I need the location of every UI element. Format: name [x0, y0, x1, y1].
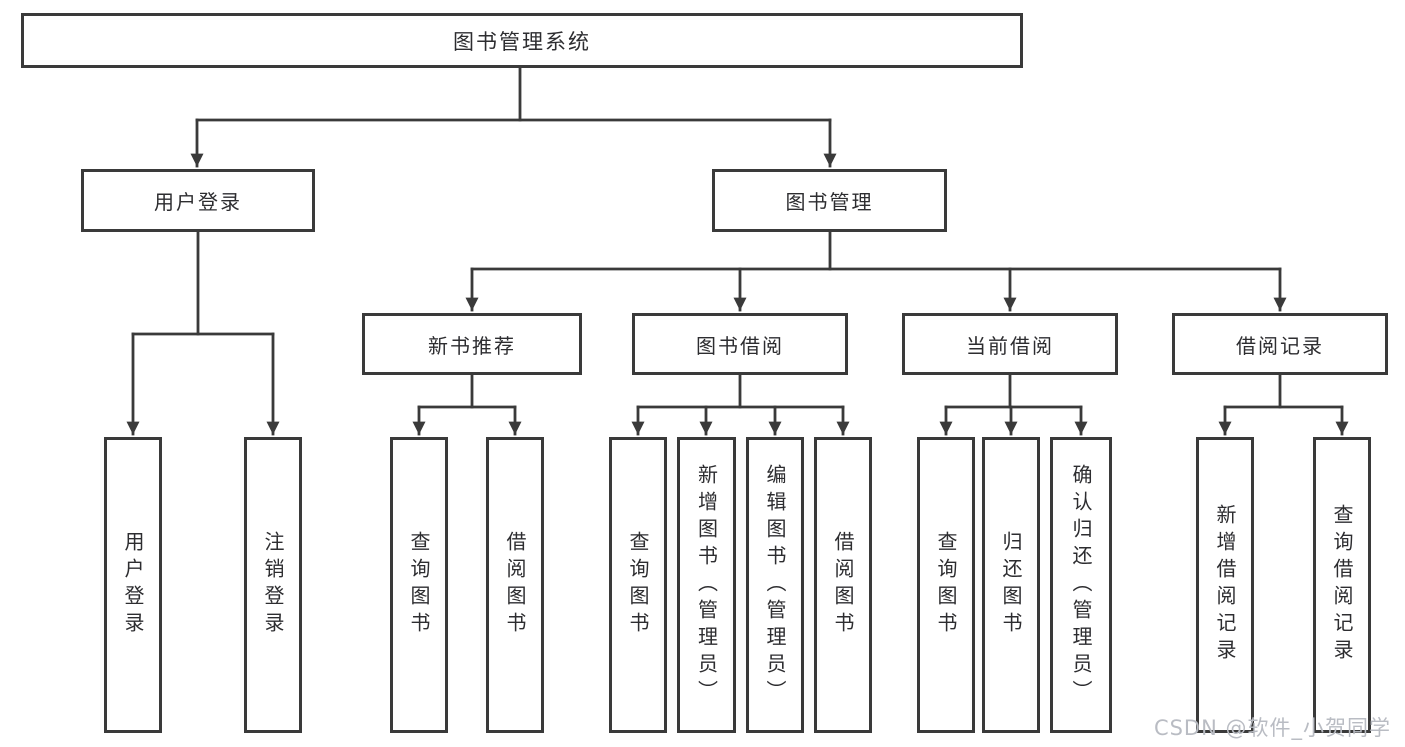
- node-label: 确认归还（管理员）: [1069, 463, 1093, 707]
- leaf-logout: 注销登录: [244, 437, 302, 733]
- node-label: 用户登录: [121, 531, 145, 639]
- node-library-management-system: 图书管理系统: [21, 13, 1023, 68]
- node-label: 编辑图书（管理员）: [763, 463, 787, 707]
- node-label: 新书推荐: [428, 333, 516, 358]
- node-label: 新增图书（管理员）: [694, 463, 719, 707]
- node-current-borrow: 当前借阅: [902, 313, 1118, 375]
- node-borrow-records: 借阅记录: [1172, 313, 1388, 375]
- leaf-add-book-admin: 新增图书（管理员）: [677, 437, 736, 733]
- node-label: 图书借阅: [696, 333, 784, 358]
- csdn-watermark: CSDN @软件_小贺同学: [1153, 716, 1391, 740]
- node-label: 图书管理系统: [453, 29, 591, 54]
- leaf-return-book: 归还图书: [982, 437, 1040, 733]
- leaf-query-books-borrow: 查询图书: [609, 437, 667, 733]
- node-label: 查询借阅记录: [1330, 504, 1354, 666]
- node-label: 查询图书: [407, 531, 431, 639]
- leaf-add-borrow-record: 新增借阅记录: [1196, 437, 1254, 733]
- node-label: 借阅记录: [1236, 333, 1324, 358]
- leaf-user-login: 用户登录: [104, 437, 162, 733]
- node-book-management: 图书管理: [712, 169, 947, 232]
- node-label: 注销登录: [261, 531, 285, 639]
- leaf-query-books-newbook: 查询图书: [390, 437, 448, 733]
- node-label: 借阅图书: [831, 531, 855, 639]
- leaf-query-borrow-record: 查询借阅记录: [1313, 437, 1371, 733]
- leaf-query-books-current: 查询图书: [917, 437, 975, 733]
- node-new-book-recommend: 新书推荐: [362, 313, 582, 375]
- node-label: 借阅图书: [503, 531, 527, 639]
- node-label: 查询图书: [626, 531, 650, 639]
- leaf-confirm-return-admin: 确认归还（管理员）: [1050, 437, 1112, 733]
- node-label: 用户登录: [154, 190, 242, 214]
- node-book-borrow: 图书借阅: [632, 313, 848, 375]
- leaf-borrow-books-newbook: 借阅图书: [486, 437, 544, 733]
- node-label: 归还图书: [999, 531, 1023, 639]
- node-user-login: 用户登录: [81, 169, 315, 232]
- node-label: 图书管理: [785, 190, 874, 214]
- node-label: 当前借阅: [966, 333, 1054, 358]
- node-label: 新增借阅记录: [1213, 504, 1237, 666]
- leaf-edit-book-admin: 编辑图书（管理员）: [746, 437, 804, 733]
- leaf-borrow-books-borrow: 借阅图书: [814, 437, 872, 733]
- node-label: 查询图书: [934, 531, 958, 639]
